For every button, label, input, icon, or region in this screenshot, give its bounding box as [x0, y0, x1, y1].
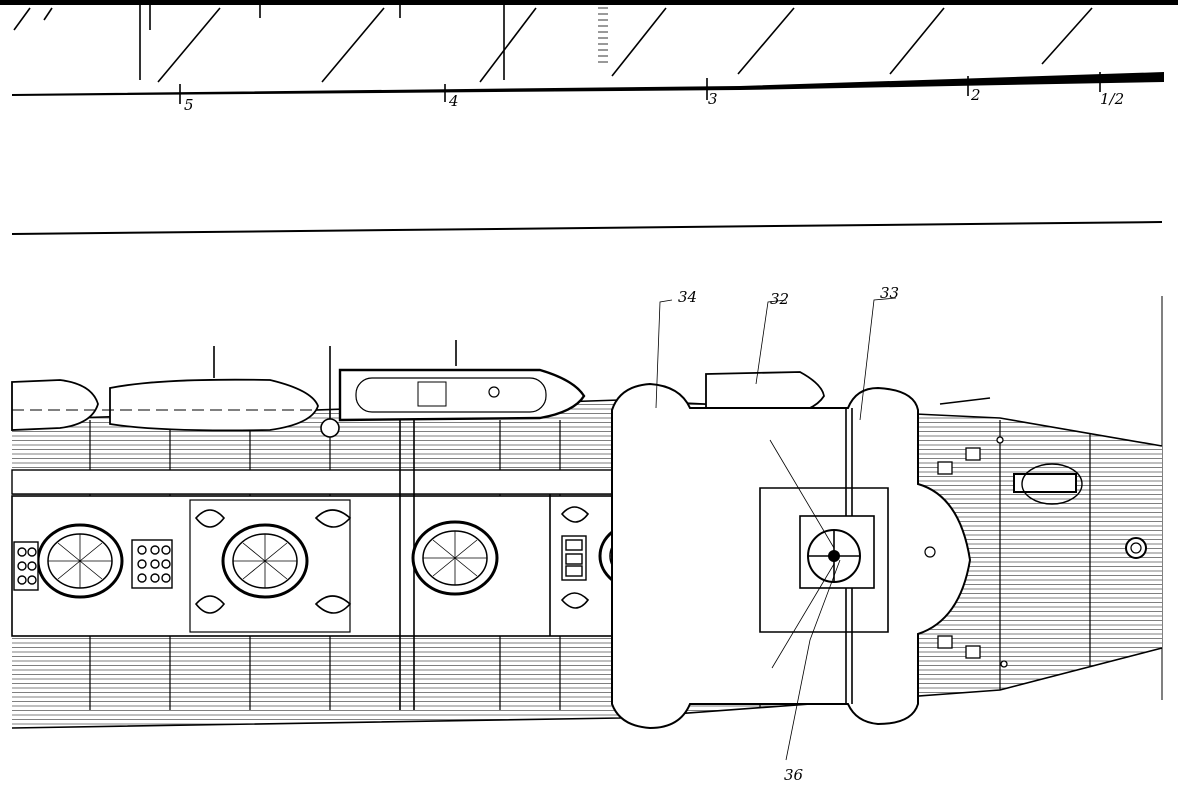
- callout-32: 32: [770, 290, 789, 308]
- scale-label-4: 4: [448, 92, 459, 110]
- lifeboats: [11, 368, 825, 432]
- deck-fittings: [937, 436, 1008, 668]
- helm: [799, 515, 936, 589]
- callout-33: 33: [880, 284, 899, 302]
- center-walkway: [11, 469, 613, 495]
- scale-label-half: 1/2: [1100, 90, 1124, 108]
- callout-36: 36: [784, 766, 804, 784]
- hatch-1: [36, 523, 124, 599]
- callout-leaders: [655, 297, 897, 761]
- boat-3: [338, 368, 586, 422]
- separator-line: [11, 221, 1163, 235]
- scale-ticks: [179, 72, 1101, 104]
- top-frame-bar: [0, 0, 1178, 5]
- bridge-platform: [611, 382, 972, 730]
- hatch-3: [411, 520, 499, 596]
- hatch-2: [221, 523, 309, 599]
- scale-label-2: 2: [970, 86, 981, 104]
- sheer-line: [12, 72, 1164, 96]
- side-elevation-rigging: [13, 5, 1093, 83]
- boat-1: [11, 379, 99, 431]
- side-elevation-hatch: [598, 7, 608, 63]
- scale-label-5: 5: [184, 96, 194, 114]
- scale-label-3: 3: [708, 90, 718, 108]
- forward-gun: [939, 397, 1147, 559]
- callout-34: 34: [678, 288, 697, 306]
- davits: [213, 340, 457, 438]
- scale-labels: 5 4 3 2 1/2: [184, 86, 1124, 114]
- boat-2: [109, 378, 319, 432]
